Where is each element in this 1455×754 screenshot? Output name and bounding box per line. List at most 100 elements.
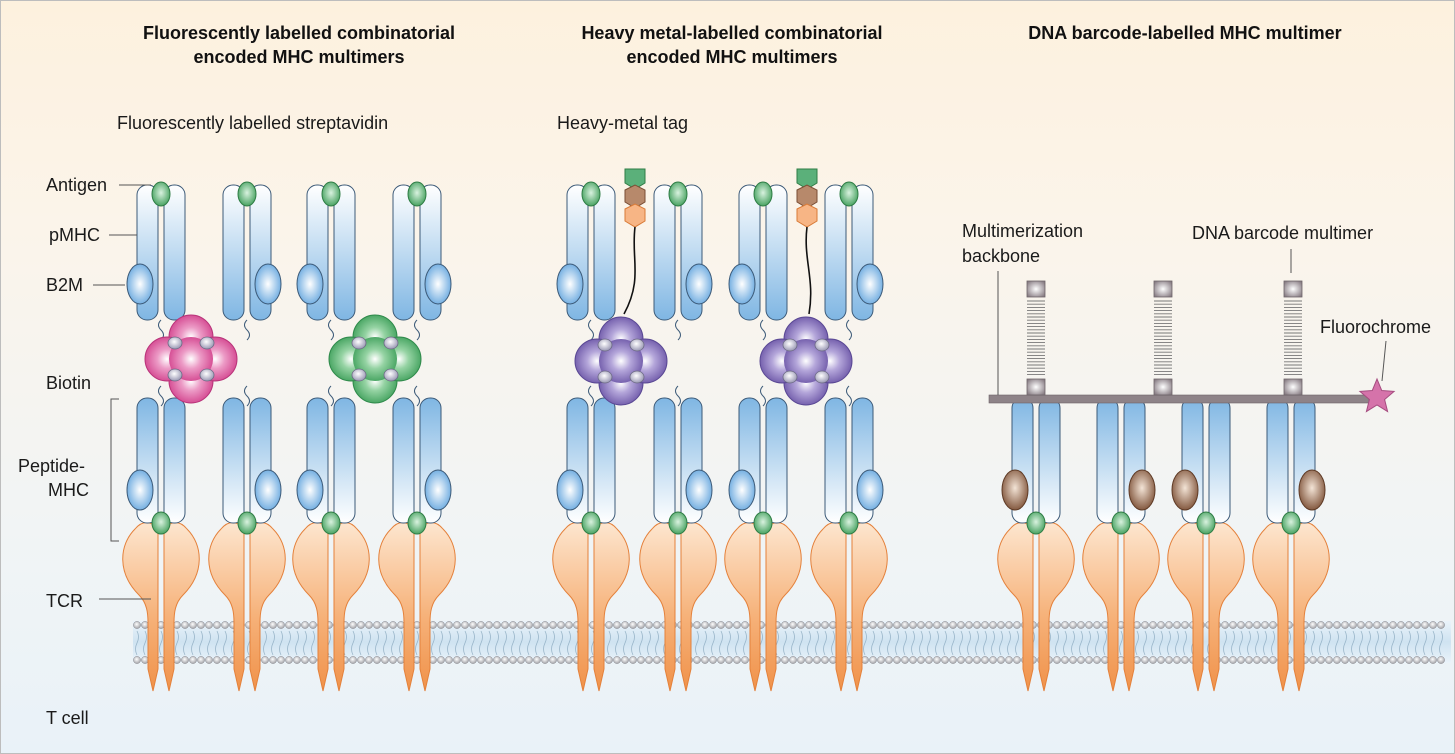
lipid-head-top <box>701 621 709 629</box>
lipid-head-bottom <box>365 656 373 664</box>
lipid-head-top <box>989 621 997 629</box>
lipid-head-top <box>501 621 509 629</box>
lipid-head-bottom <box>989 656 997 664</box>
lipid-head-top <box>213 621 221 629</box>
antigen <box>581 181 601 207</box>
antigen <box>237 181 257 207</box>
lipid-head-bottom <box>1229 656 1237 664</box>
lipid-head-bottom <box>269 656 277 664</box>
tcr-alpha-chain <box>1167 522 1204 692</box>
biotin <box>383 336 399 350</box>
lipid-head-top <box>533 621 541 629</box>
lipid-head-bottom <box>613 656 621 664</box>
mhc-alpha-chain <box>1266 397 1289 524</box>
barcode-top-square <box>1153 280 1173 298</box>
lipid-head-bottom <box>293 656 301 664</box>
lipid-head-bottom <box>525 656 533 664</box>
biotin <box>597 370 613 384</box>
lipid-head-bottom <box>493 656 501 664</box>
streptavidin-core <box>599 339 643 383</box>
lipid-head-top <box>653 621 661 629</box>
barcode-top-square <box>1026 280 1046 298</box>
lipid-head-bottom <box>461 656 469 664</box>
lipid-head-bottom <box>565 656 573 664</box>
lipid-head-bottom <box>301 656 309 664</box>
lipid-head-top <box>133 621 141 629</box>
lipid-head-top <box>309 621 317 629</box>
lipid-head-bottom <box>501 656 509 664</box>
lipid-head-top <box>1365 621 1373 629</box>
lipid-head-top <box>293 621 301 629</box>
lipid-head-bottom <box>541 656 549 664</box>
lipid-head-bottom <box>485 656 493 664</box>
metal-tag-brown <box>624 184 646 209</box>
lipid-head-bottom <box>733 656 741 664</box>
tcr-beta-chain <box>1208 522 1245 692</box>
linker <box>760 319 766 341</box>
lipid-head-bottom <box>821 656 829 664</box>
b2m-brown <box>1001 469 1029 511</box>
lipid-head-top <box>1061 621 1069 629</box>
lipid-head-bottom <box>805 656 813 664</box>
lipid-head-bottom <box>1397 656 1405 664</box>
lipid-head-bottom <box>893 656 901 664</box>
lipid-head-top <box>261 621 269 629</box>
lipid-head-top <box>933 621 941 629</box>
lipid-head-bottom <box>1013 656 1021 664</box>
lipid-head-top <box>1341 621 1349 629</box>
lipid-head-bottom <box>517 656 525 664</box>
lipid-head-top <box>925 621 933 629</box>
lipid-head-top <box>909 621 917 629</box>
lipid-head-top <box>1157 621 1165 629</box>
streptavidin-core <box>169 337 213 381</box>
lipid-head-top <box>1077 621 1085 629</box>
barcode-bottom-square <box>1153 378 1173 396</box>
tcr-receptor <box>208 522 286 692</box>
lipid-head-top <box>981 621 989 629</box>
lipid-head-top <box>1141 621 1149 629</box>
lipid-head-top <box>541 621 549 629</box>
tcr-receptor <box>1252 522 1330 692</box>
lipid-head-top <box>1237 621 1245 629</box>
lipid-head-bottom <box>1349 656 1357 664</box>
lipid-head-top <box>805 621 813 629</box>
antigen <box>581 511 601 535</box>
tcr-beta-chain <box>851 522 888 692</box>
lipid-head-bottom <box>1261 656 1269 664</box>
lipid-head-bottom <box>1381 656 1389 664</box>
lipid-head-top <box>781 621 789 629</box>
panel-title-fluorescent: Fluorescently labelled combinatorial enc… <box>99 21 499 69</box>
lipid-head-bottom <box>933 656 941 664</box>
antigen <box>753 511 773 535</box>
lipid-head-bottom <box>509 656 517 664</box>
lipid-head-bottom <box>357 656 365 664</box>
lipid-head-top <box>437 621 445 629</box>
lipid-head-top <box>645 621 653 629</box>
lipid-head-top <box>1069 621 1077 629</box>
biotin <box>782 370 798 384</box>
tcr-beta-chain <box>249 522 286 692</box>
tcr-alpha-chain <box>639 522 676 692</box>
lipid-head-top <box>517 621 525 629</box>
linker <box>675 385 681 407</box>
streptavidin-core <box>784 339 828 383</box>
lipid-head-top <box>301 621 309 629</box>
lipid-head-bottom <box>1269 656 1277 664</box>
tcr-alpha-chain <box>208 522 245 692</box>
linker <box>675 319 681 341</box>
lipid-head-bottom <box>197 656 205 664</box>
heavy-metal-tag <box>623 168 646 315</box>
dna-barcode <box>1283 280 1303 396</box>
mhc-beta-chain <box>1208 397 1231 524</box>
lipid-head-top <box>373 621 381 629</box>
lipid-head-top <box>565 621 573 629</box>
tcr-receptor <box>1167 522 1245 692</box>
tcr-alpha-chain <box>1252 522 1289 692</box>
lipid-head-bottom <box>373 656 381 664</box>
tcr-alpha-chain <box>292 522 329 692</box>
biotin <box>167 336 183 350</box>
lipid-head-top <box>1437 621 1445 629</box>
antigen <box>839 511 859 535</box>
lipid-head-bottom <box>189 656 197 664</box>
